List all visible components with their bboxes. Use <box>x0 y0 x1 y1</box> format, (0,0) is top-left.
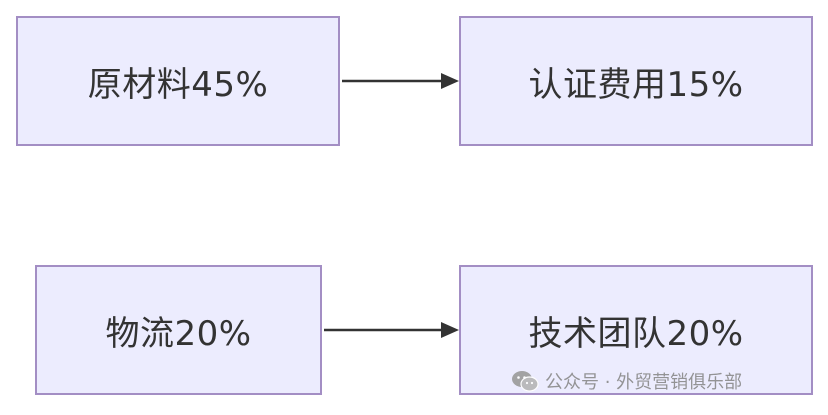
node-logistics: 物流20% <box>35 265 322 395</box>
arrowhead-icon <box>441 322 459 338</box>
wechat-icon <box>512 371 539 392</box>
node-label: 原材料45% <box>87 64 269 105</box>
watermark: 公众号 · 外贸营销俱乐部 <box>511 368 742 394</box>
arrowhead-icon <box>441 73 459 89</box>
node-label: 认证费用15% <box>528 64 744 105</box>
node-raw-materials: 原材料45% <box>16 16 340 146</box>
node-label: 物流20% <box>105 313 252 354</box>
node-label: 技术团队20% <box>528 313 744 354</box>
node-certification: 认证费用15% <box>459 16 813 146</box>
watermark-text: 公众号 · 外贸营销俱乐部 <box>545 372 743 393</box>
